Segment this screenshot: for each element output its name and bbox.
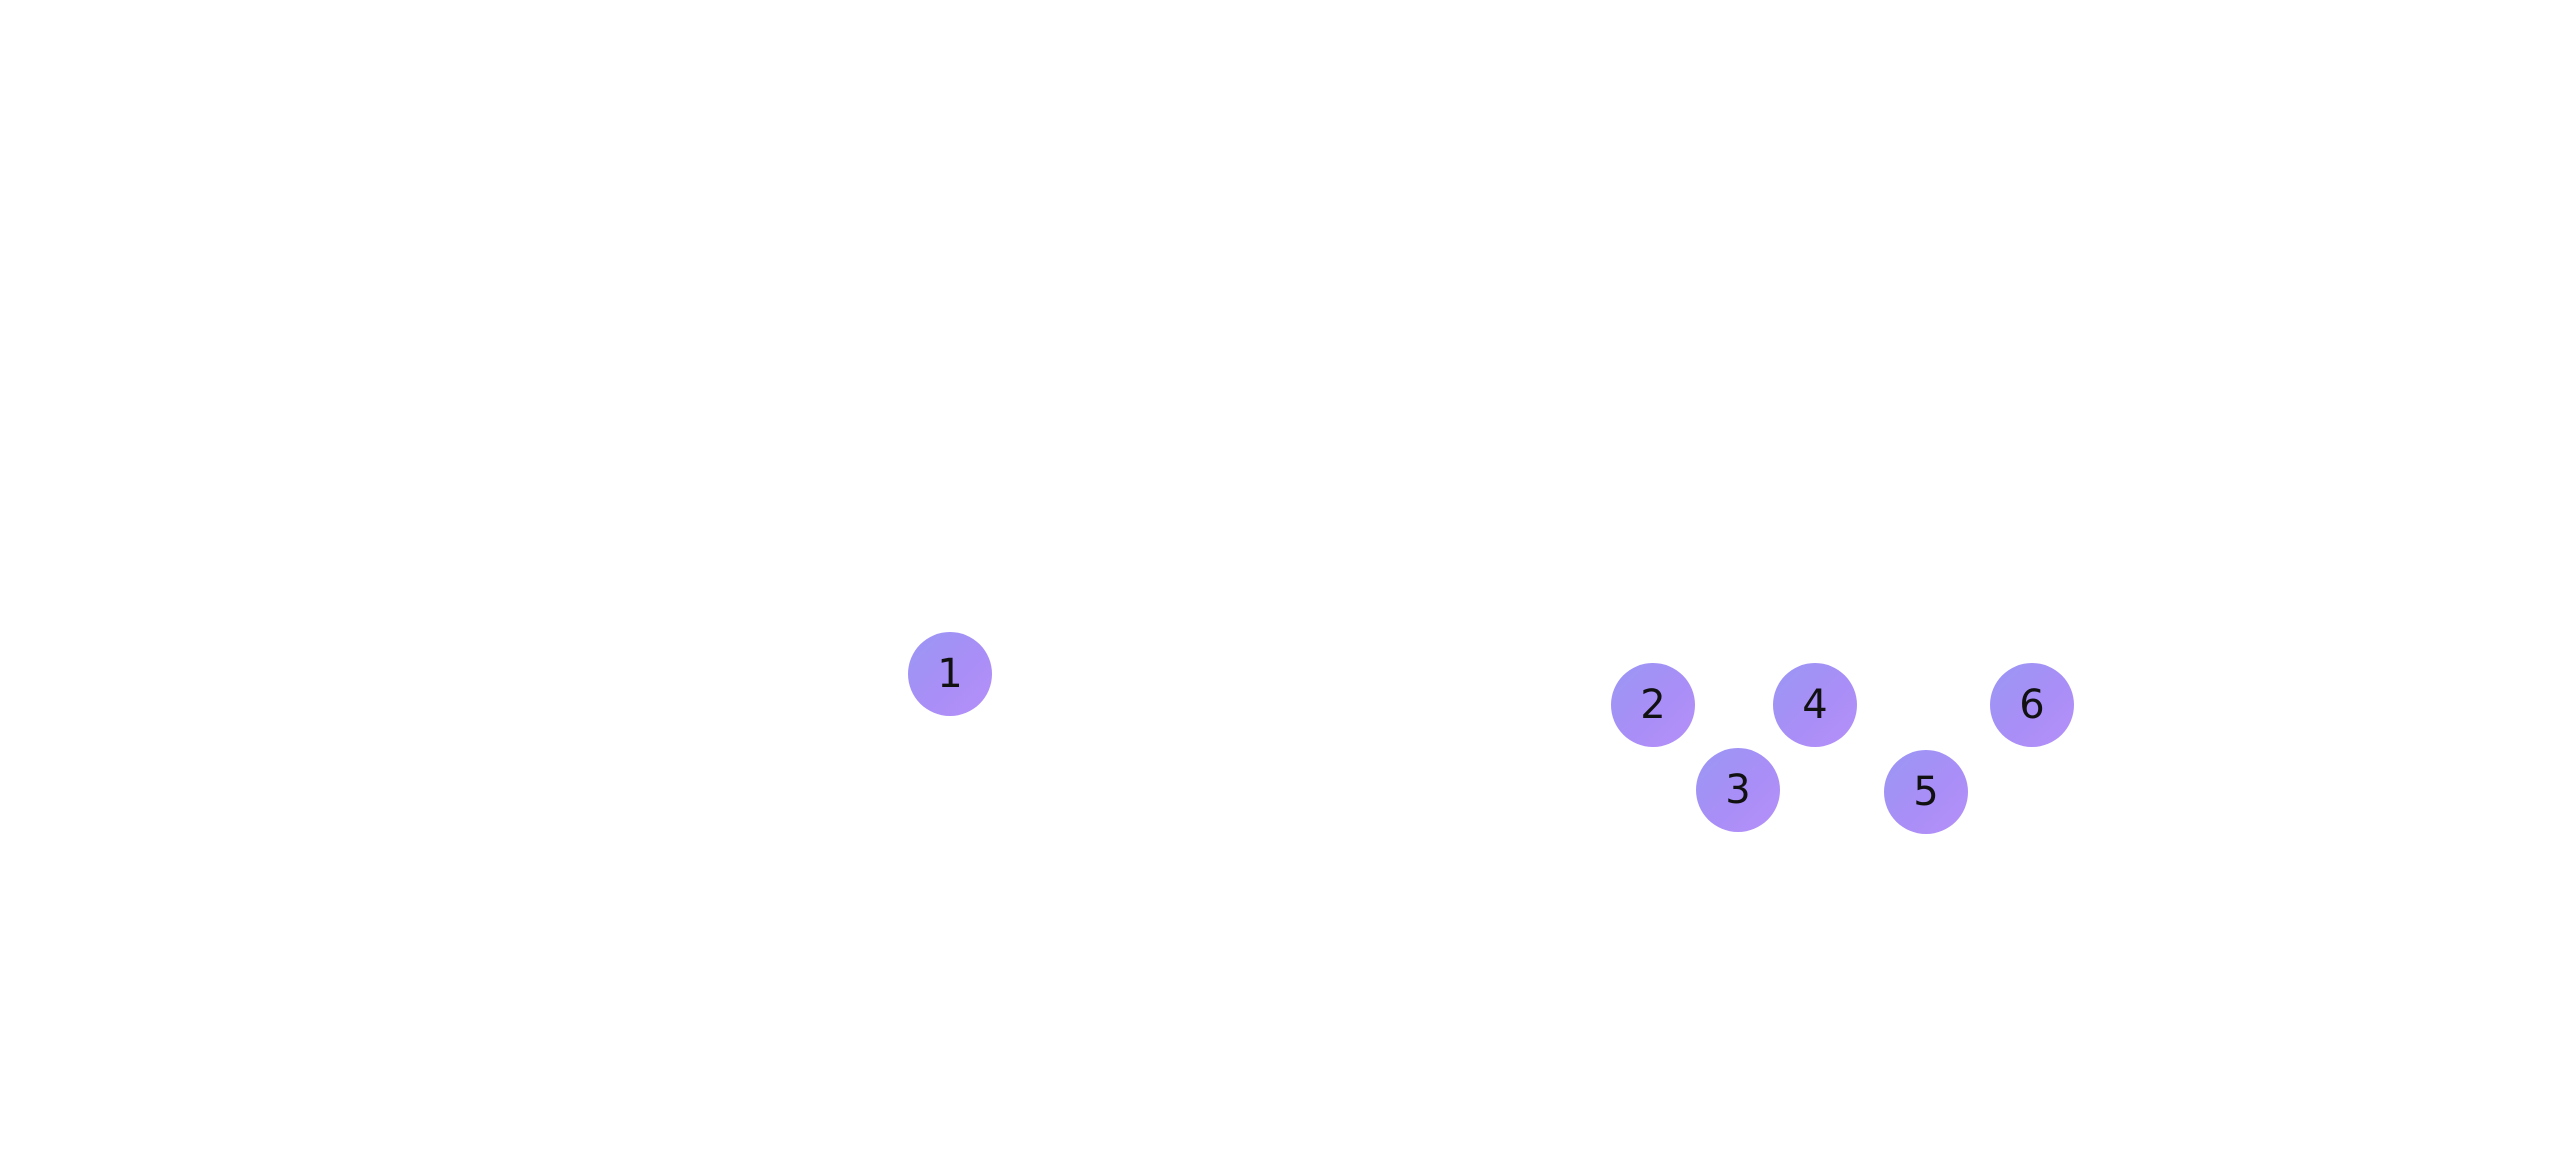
marker-1[interactable]: 1: [908, 632, 992, 716]
marker-label: 1: [937, 651, 963, 697]
marker-6[interactable]: 6: [1990, 663, 2074, 747]
marker-label: 4: [1802, 682, 1828, 728]
marker-label: 6: [2019, 682, 2045, 728]
marker-2[interactable]: 2: [1611, 663, 1695, 747]
marker-4[interactable]: 4: [1773, 663, 1857, 747]
marker-3[interactable]: 3: [1696, 748, 1780, 832]
marker-label: 3: [1725, 767, 1751, 813]
marker-label: 5: [1913, 769, 1939, 815]
marker-label: 2: [1640, 682, 1666, 728]
marker-5[interactable]: 5: [1884, 750, 1968, 834]
